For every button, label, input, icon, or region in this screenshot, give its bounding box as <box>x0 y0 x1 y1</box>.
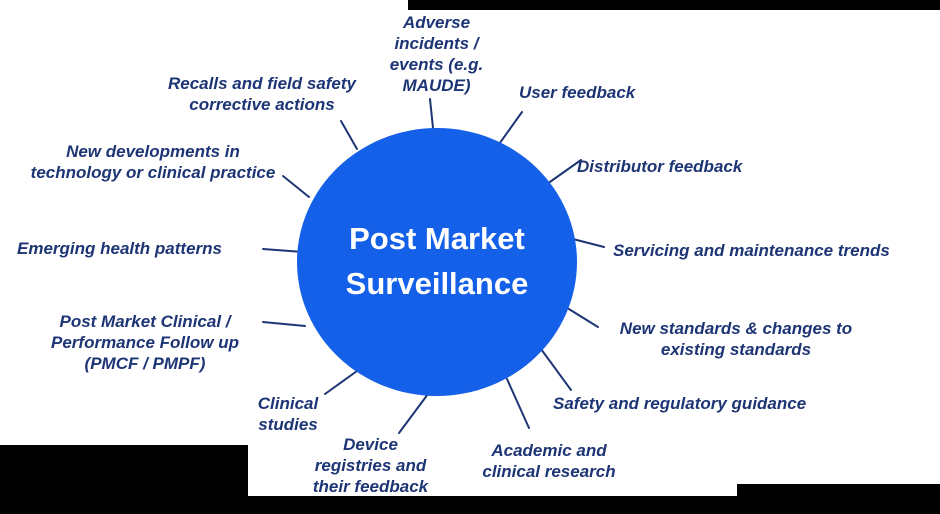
spoke-pmcf-pmpf <box>262 321 306 327</box>
node-distributor-feedback: Distributor feedback <box>577 157 743 176</box>
spoke-device-registries <box>398 393 429 434</box>
node-emerging-health: Emerging health patterns <box>17 239 222 258</box>
node-device-registries: Device registries and their feedback <box>312 435 429 496</box>
node-user-feedback: User feedback <box>519 83 636 102</box>
letterbox-bar-top-right <box>408 0 940 10</box>
node-recalls-field-safety: Recalls and field safety corrective acti… <box>167 74 357 114</box>
spoke-safety-regulatory <box>540 348 572 391</box>
spoke-new-developments <box>282 175 310 198</box>
spoke-clinical-studies <box>324 370 358 395</box>
spoke-distributor-feedback <box>546 159 582 185</box>
spoke-new-standards <box>563 305 599 328</box>
spoke-recalls-field-safety <box>340 120 358 150</box>
letterbox-bar-bottom-right <box>737 484 940 514</box>
spoke-academic-research <box>506 378 530 429</box>
node-new-developments: New developments in technology or clinic… <box>30 142 276 182</box>
spoke-user-feedback <box>496 111 523 148</box>
letterbox-bar-bottom-left <box>0 445 248 514</box>
node-new-standards: New standards & changes to existing stan… <box>619 319 853 359</box>
node-academic-research: Academic and clinical research <box>482 441 616 481</box>
node-safety-regulatory: Safety and regulatory guidance <box>553 394 807 413</box>
center-label: Post Market Surveillance <box>345 221 529 301</box>
center-circle: Post Market Surveillance <box>297 128 577 396</box>
spoke-emerging-health <box>262 248 304 253</box>
node-clinical-studies: Clinical studies <box>257 394 319 434</box>
node-adverse-incidents: Adverse incidents / events (e.g. MAUDE) <box>389 13 484 95</box>
node-pmcf-pmpf: Post Market Clinical / Performance Follo… <box>51 312 239 373</box>
spoke-adverse-incidents <box>429 98 434 129</box>
node-servicing-maintenance: Servicing and maintenance trends <box>613 241 890 260</box>
